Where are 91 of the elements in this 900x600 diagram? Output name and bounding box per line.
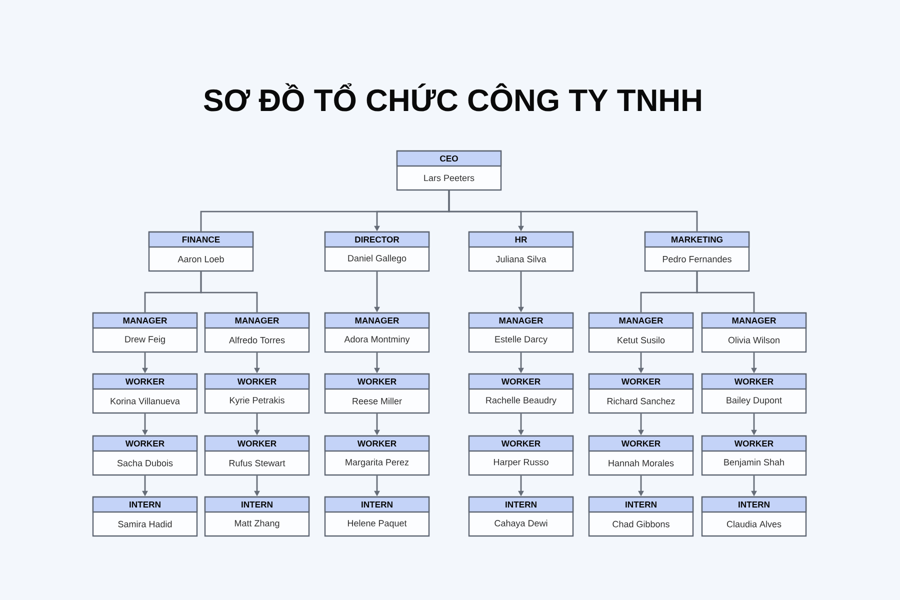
org-chart-box <box>92 312 198 353</box>
person-name: Matt Zhang <box>234 520 280 528</box>
role-header: WORKER <box>204 373 310 390</box>
person-name: Benjamin Shah <box>724 458 784 468</box>
person-name: Kyrie Petrakis <box>230 396 284 406</box>
person-name: Aaron Loeb <box>178 256 224 262</box>
org-chart-box <box>588 312 694 353</box>
person-name: Pedro Fernandes <box>662 256 732 262</box>
org-chart-box <box>204 435 310 476</box>
person-name: Harper Russo <box>494 458 548 468</box>
org-chart-box <box>148 231 254 272</box>
person-name: Claudia Alves <box>726 520 782 528</box>
person-name: Olivia Wilson <box>728 336 780 344</box>
person-name: Daniel Gallego <box>348 254 406 264</box>
org-chart-box <box>701 373 807 414</box>
person-name: Alfredo Torres <box>229 336 285 344</box>
person-name: Cahaya Dewi <box>494 520 548 528</box>
person-name: Bailey Dupont <box>726 396 782 406</box>
role-header: MANAGER <box>468 312 574 329</box>
role-header: WORKER <box>324 435 430 452</box>
person-name: Rachelle Beaudry <box>486 396 556 406</box>
role-header: MANAGER <box>204 312 310 329</box>
org-chart-box <box>468 435 574 476</box>
org-chart-box <box>468 373 574 414</box>
role-header: INTERN <box>588 496 694 513</box>
org-chart-box <box>324 373 430 414</box>
org-chart-box <box>644 231 750 272</box>
role-header: HR <box>468 231 574 248</box>
role-header: INTERN <box>92 496 198 513</box>
role-header: INTERN <box>324 496 430 513</box>
role-header: MANAGER <box>588 312 694 329</box>
person-name: Chad Gibbons <box>612 520 670 528</box>
person-name: Rufus Stewart <box>229 460 286 466</box>
org-chart-box <box>204 373 310 414</box>
role-header: MARKETING <box>644 231 750 248</box>
person-name: Ketut Susilo <box>618 336 665 344</box>
role-header: WORKER <box>204 435 310 452</box>
org-chart-box <box>588 496 694 537</box>
org-chart-box <box>92 496 198 537</box>
org-chart-box <box>92 435 198 476</box>
role-header: WORKER <box>701 435 807 452</box>
role-header: INTERN <box>468 496 574 513</box>
person-name: Margarita Perez <box>346 458 409 468</box>
person-name: Korina Villanueva <box>110 398 180 404</box>
org-chart-box <box>468 231 574 272</box>
org-chart-box <box>204 312 310 353</box>
role-header: WORKER <box>588 373 694 390</box>
person-name: Hannah Morales <box>608 460 674 466</box>
connector-line <box>200 272 258 312</box>
org-chart-box <box>324 496 430 537</box>
person-name: Reese Miller <box>352 398 402 404</box>
role-header: WORKER <box>324 373 430 390</box>
org-chart-box <box>324 231 430 272</box>
role-header: INTERN <box>204 496 310 513</box>
person-name: Adora Montminy <box>344 336 410 344</box>
role-header: WORKER <box>92 373 198 390</box>
role-header: MANAGER <box>701 312 807 329</box>
org-chart-box <box>588 435 694 476</box>
person-name: Lars Peeters <box>424 174 474 182</box>
role-header: MANAGER <box>324 312 430 329</box>
person-name: Sacha Dubois <box>117 460 173 466</box>
connector-line <box>696 272 755 312</box>
org-chart-box <box>204 496 310 537</box>
role-header: DIRECTOR <box>324 231 430 248</box>
person-name: Helene Paquet <box>348 520 407 528</box>
person-name: Richard Sanchez <box>607 398 675 404</box>
org-chart-box <box>396 150 502 191</box>
role-header: WORKER <box>701 373 807 390</box>
role-header: FINANCE <box>148 231 254 248</box>
org-chart-box <box>324 435 430 476</box>
role-header: WORKER <box>588 435 694 452</box>
role-header: WORKER <box>468 435 574 452</box>
role-header: WORKER <box>468 373 574 390</box>
org-chart-box <box>92 373 198 414</box>
org-chart-box <box>468 312 574 353</box>
person-name: Drew Feig <box>125 336 165 344</box>
title: SƠ ĐỒ TỔ CHỨC CÔNG TY TNHH <box>204 83 701 112</box>
role-header: INTERN <box>701 496 807 513</box>
person-name: Juliana Silva <box>496 256 546 262</box>
org-chart-box <box>324 312 430 353</box>
org-chart-box <box>701 312 807 353</box>
person-name: Estelle Darcy <box>495 336 548 344</box>
connector-line <box>448 190 698 232</box>
org-chart-box <box>701 496 807 537</box>
org-chart-box <box>701 435 807 476</box>
role-header: CEO <box>396 150 502 167</box>
org-chart-box <box>468 496 574 537</box>
org-chart-box <box>588 373 694 414</box>
person-name: Samira Hadid <box>118 520 172 528</box>
role-header: WORKER <box>92 435 198 452</box>
role-header: MANAGER <box>92 312 198 329</box>
